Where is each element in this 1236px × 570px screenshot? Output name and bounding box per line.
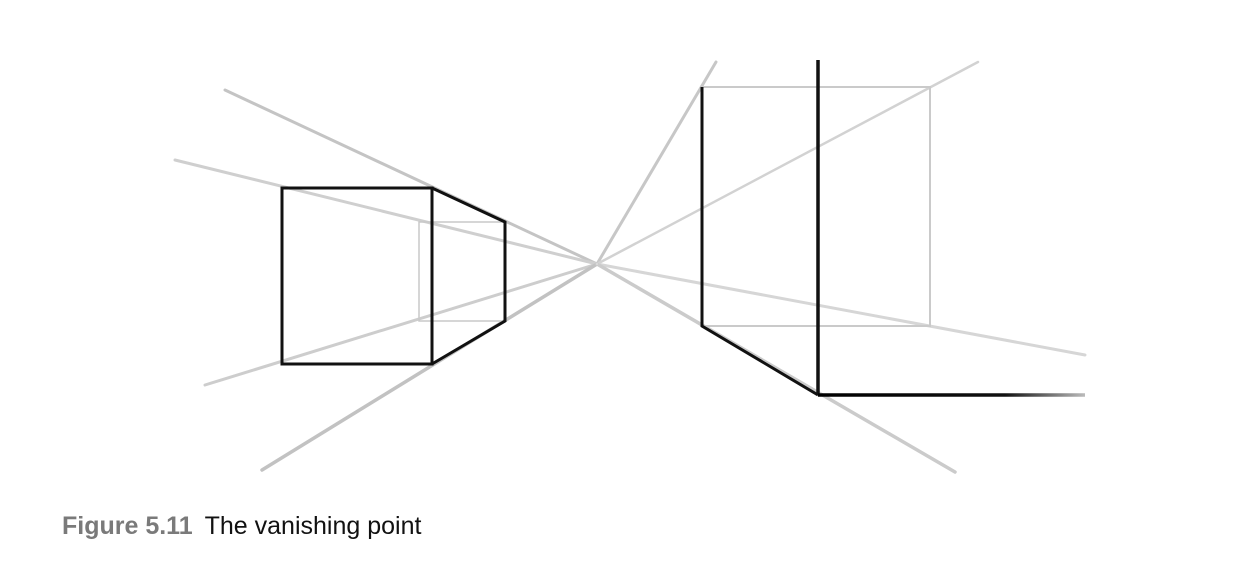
guide-line-right-bottom — [595, 262, 957, 474]
guide-line-left-top — [173, 158, 599, 266]
perspective-guide-lines — [173, 60, 1087, 474]
guide-line-left-upper — [223, 88, 599, 266]
guide-line-right-upper — [595, 60, 980, 266]
guide-line-right-lower — [595, 262, 1087, 357]
figure-number: Figure 5.11 — [62, 512, 193, 540]
left-cube — [280, 186, 507, 366]
left-cube-front-face — [280, 186, 434, 366]
right-box-left-edge — [700, 87, 819, 397]
left-cube-side-face — [431, 186, 507, 366]
figure-caption: Figure 5.11 The vanishing point — [62, 510, 421, 542]
right-box — [700, 60, 1085, 397]
vanishing-point-diagram — [173, 60, 1087, 474]
guide-line-left-bottom — [260, 262, 599, 472]
vanishing-point — [596, 263, 598, 265]
guide-line-right-upper-steep — [595, 60, 718, 266]
figure-title: The vanishing point — [204, 512, 422, 540]
guide-line-left-lower — [203, 262, 599, 387]
